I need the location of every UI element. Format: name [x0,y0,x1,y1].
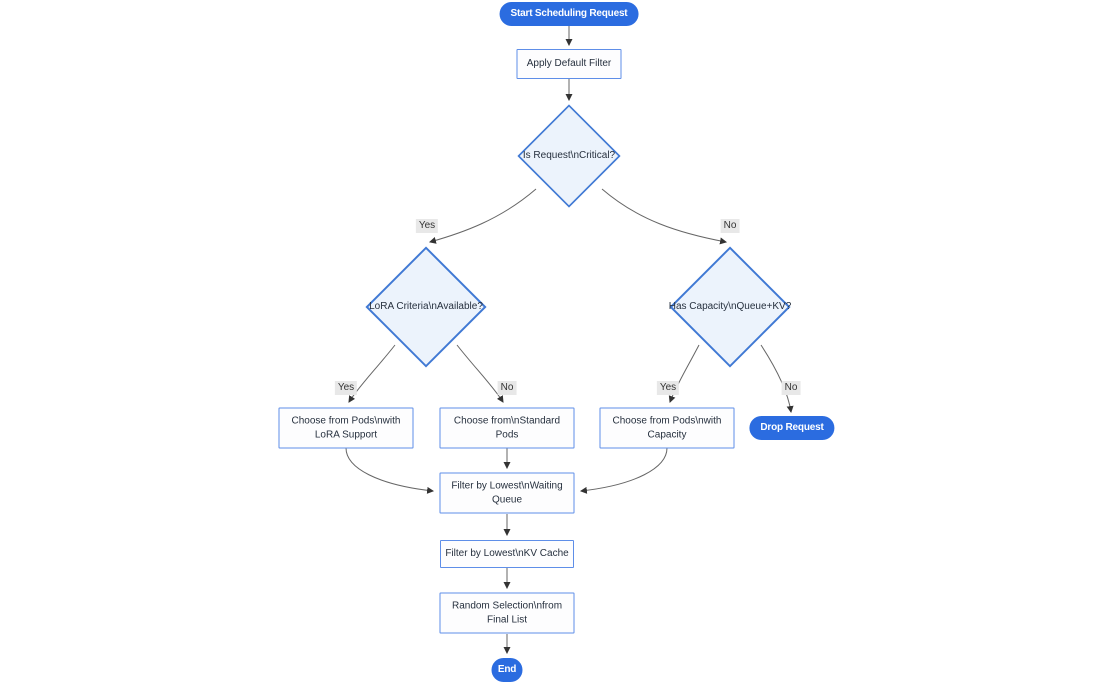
edge-choose-capacity-to-filter-waiting [579,447,668,494]
node-label-random-selection-final-list: Random Selection\nfrom Final List [451,600,563,625]
node-label-lora-criteria-available: LoRA Criteria\nAvailable? [369,301,483,312]
node-label-apply-default-filter: Apply Default Filter [526,58,612,69]
node-label-start: Start Scheduling Request [510,8,628,19]
diamond-shape [365,246,487,368]
edge-label-capacity-yes-to-choose-capacity: Yes [656,381,680,395]
node-random-selection-final-list: Random Selection\nfrom Final List [439,592,575,634]
node-label-is-request-critical: Is Request\nCritical? [522,150,616,161]
node-label-choose-standard-pods: Choose from\nStandard Pods [453,415,561,440]
node-filter-lowest-kv-cache: Filter by Lowest\nKV Cache [440,540,574,568]
node-apply-default-filter: Apply Default Filter [516,49,622,79]
diamond-shape [517,104,621,208]
node-choose-pods-capacity: Choose from Pods\nwith Capacity [599,407,735,449]
node-label-choose-pods-capacity: Choose from Pods\nwith Capacity [612,415,722,440]
node-label-filter-lowest-waiting-queue: Filter by Lowest\nWaiting Queue [451,480,563,505]
node-end: End [491,658,523,682]
node-label-choose-pods-lora-support: Choose from Pods\nwith LoRA Support [291,415,401,440]
node-lora-criteria-available: LoRA Criteria\nAvailable? [365,246,487,368]
edge-lora-no-to-choose-standard [456,344,504,403]
edge-label-lora-no-to-choose-standard: No [497,381,517,395]
node-choose-pods-lora-support: Choose from Pods\nwith LoRA Support [278,407,414,449]
node-filter-lowest-waiting-queue: Filter by Lowest\nWaiting Queue [439,472,575,514]
node-choose-standard-pods: Choose from\nStandard Pods [439,407,575,449]
edge-label-critical-no-to-capacity: No [720,219,740,233]
edge-choose-lora-to-filter-waiting [345,447,435,494]
node-is-request-critical: Is Request\nCritical? [517,104,621,208]
edge-critical-yes-to-lora [428,188,537,244]
edge-lora-yes-to-choose-lora [348,344,396,403]
node-start: Start Scheduling Request [499,2,639,26]
edge-capacity-no-to-drop [760,344,794,414]
diamond-shape [669,246,791,368]
node-label-filter-lowest-kv-cache: Filter by Lowest\nKV Cache [445,548,569,559]
edge-critical-no-to-capacity [601,188,728,245]
edge-capacity-yes-to-choose-capacity [668,344,700,403]
edge-label-critical-yes-to-lora: Yes [415,219,439,233]
node-drop-request: Drop Request [749,416,835,440]
edge-label-lora-yes-to-choose-lora: Yes [334,381,358,395]
node-has-capacity-queue-kv: Has Capacity\nQueue+KV? [669,246,791,368]
edge-label-capacity-no-to-drop: No [781,381,801,395]
node-label-end: End [497,664,517,675]
node-label-has-capacity-queue-kv: Has Capacity\nQueue+KV? [668,301,792,312]
node-label-drop-request: Drop Request [760,422,824,433]
